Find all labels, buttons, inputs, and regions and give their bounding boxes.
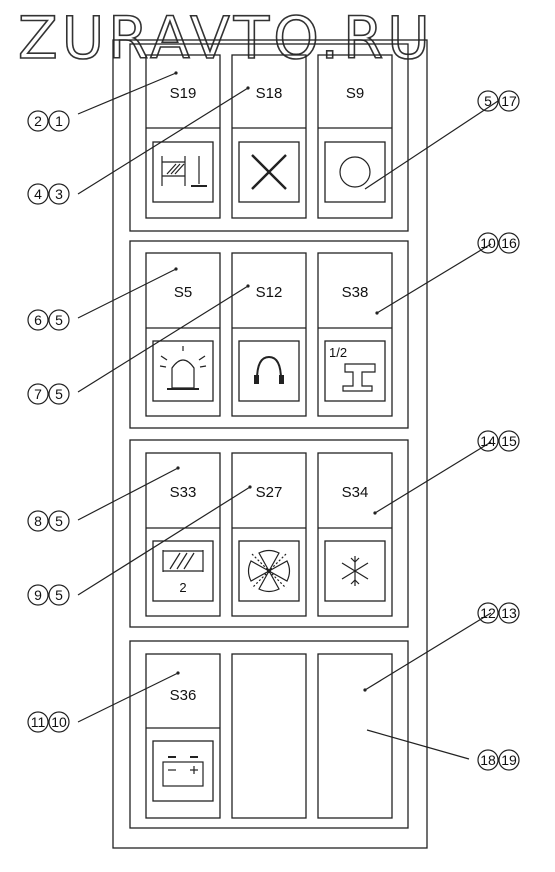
callout-14-15: 14 15 [477, 430, 520, 452]
callout-8-5: 8 5 [27, 510, 70, 532]
headphones-icon [238, 340, 300, 402]
callout-number: 5 [55, 386, 63, 402]
callout-number: 16 [501, 235, 517, 251]
callout-5-17: 5 17 [477, 90, 520, 112]
callout-number: 10 [51, 714, 67, 730]
callout-leaders [77, 72, 499, 760]
callout-number: 4 [34, 186, 42, 202]
callout-number: 6 [34, 312, 42, 328]
callout-number: 10 [480, 235, 496, 251]
switch-s9[interactable]: S9 [317, 54, 393, 219]
switch-label: S5 [174, 284, 192, 301]
switch-group-4 [129, 640, 409, 829]
callout-number: 2 [34, 113, 42, 129]
switch-s27[interactable]: S27 [231, 452, 307, 617]
callout-number: 3 [55, 186, 63, 202]
switch-label: S27 [256, 484, 283, 501]
watermark: ZURAVTO.RU [18, 4, 434, 72]
switch-label: S18 [256, 85, 283, 102]
callout-2-1: 2 1 [27, 110, 70, 132]
circle-icon [324, 141, 386, 203]
switch-s33[interactable]: S33 2 [145, 452, 221, 617]
switch-label: S34 [342, 484, 369, 501]
switch-s18[interactable]: S18 [231, 54, 307, 219]
snowflake-icon [324, 540, 386, 602]
callout-number: 12 [480, 605, 496, 621]
callout-number: 5 [55, 587, 63, 603]
callout-number: 7 [34, 386, 42, 402]
outer-panel [112, 39, 428, 849]
beacon-light-icon [152, 340, 214, 402]
switch-s12[interactable]: S12 [231, 252, 307, 417]
battery-icon [152, 740, 214, 802]
switch-s36[interactable]: S36 [145, 653, 221, 819]
callout-12-13: 12 13 [477, 602, 520, 624]
icon-label: 1/2 [329, 345, 347, 360]
callout-number: 19 [501, 752, 517, 768]
callout-4-3: 4 3 [27, 183, 70, 205]
blank-switch-slot[interactable] [231, 653, 307, 819]
switch-label: S33 [170, 484, 197, 501]
callout-7-5: 7 5 [27, 383, 70, 405]
switch-label: S36 [170, 687, 197, 704]
callout-number: 5 [55, 312, 63, 328]
fan-icon [238, 540, 300, 602]
callout-18-19: 18 19 [477, 749, 520, 771]
icon-label: 2 [179, 580, 186, 595]
leader-dots [174, 71, 379, 692]
callout-9-5: 9 5 [27, 584, 70, 606]
switch-group-3 [129, 439, 409, 628]
callout-number: 9 [34, 587, 42, 603]
callout-number: 5 [55, 513, 63, 529]
switch-label: S12 [256, 284, 283, 301]
callout-number: 17 [501, 93, 517, 109]
switch-s38[interactable]: S38 1/2 [317, 252, 393, 417]
callout-number: 5 [484, 93, 492, 109]
callout-number: 1 [55, 113, 63, 129]
switch-group-1 [129, 43, 409, 232]
cross-icon [238, 141, 300, 203]
callout-number: 8 [34, 513, 42, 529]
switch-label: S19 [170, 85, 197, 102]
callout-number: 14 [480, 433, 496, 449]
rack-and-mast-icon [152, 141, 214, 203]
callout-11-10: 11 10 [27, 711, 70, 733]
switch-group-2 [129, 240, 409, 429]
blank-switch-slot[interactable] [317, 653, 393, 819]
rail-half-icon: 1/2 [324, 340, 386, 402]
callout-number: 15 [501, 433, 517, 449]
switch-label: S9 [346, 85, 364, 102]
switch-s34[interactable]: S34 [317, 452, 393, 617]
callout-number: 11 [31, 714, 46, 730]
switch-s19[interactable]: S19 [145, 54, 221, 219]
switch-s5[interactable]: S5 [145, 252, 221, 417]
callout-6-5: 6 5 [27, 309, 70, 331]
callout-number: 18 [480, 752, 496, 768]
callout-number: 13 [501, 605, 517, 621]
heated-rear-window-icon: 2 [152, 540, 214, 602]
callout-10-16: 10 16 [477, 232, 520, 254]
switch-label: S38 [342, 284, 369, 301]
